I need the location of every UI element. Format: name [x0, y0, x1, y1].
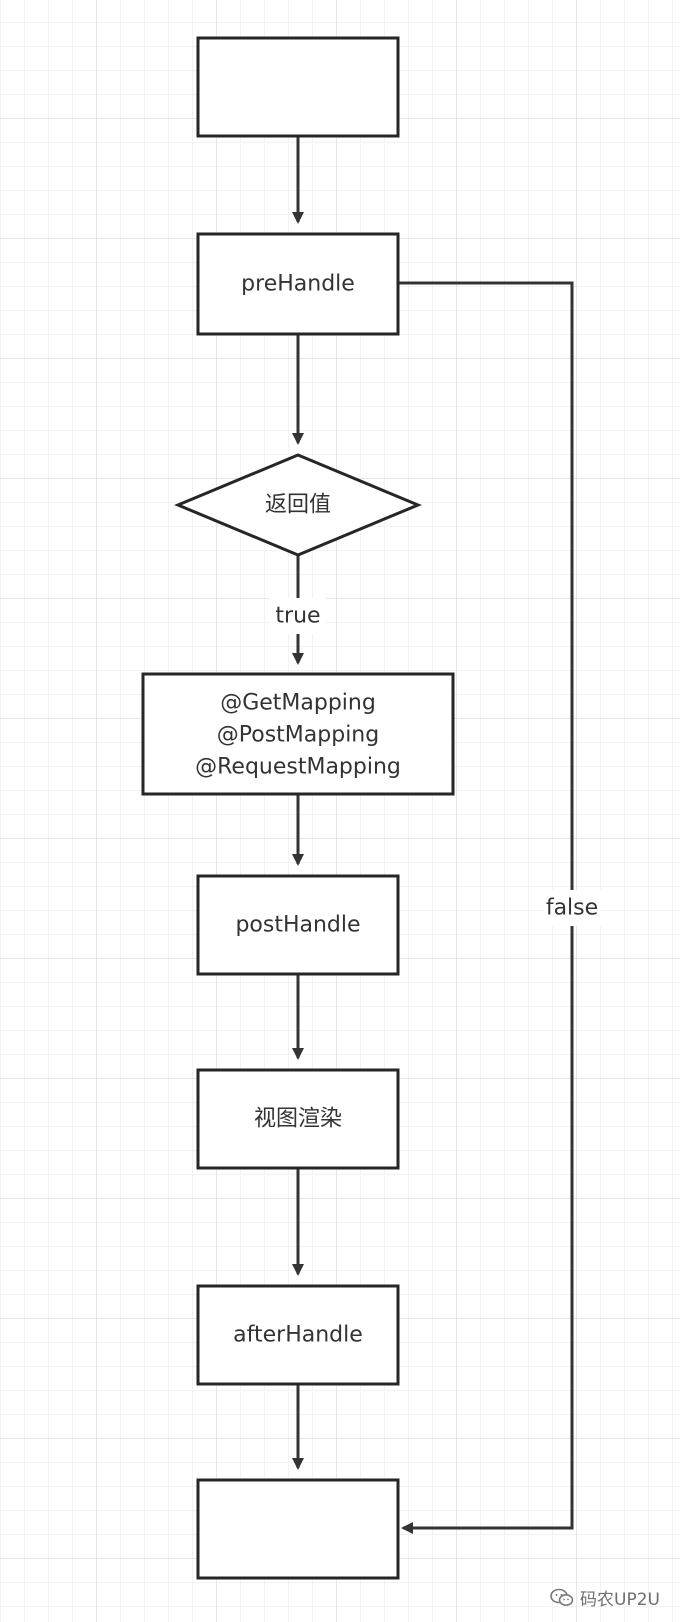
end-box [196, 1478, 400, 1580]
return-value-decision [174, 453, 422, 557]
view-render-label: 视图渲染 [254, 1107, 342, 1132]
start-box [196, 36, 400, 138]
mapping-line-3: @RequestMapping [195, 755, 401, 780]
mapping-box [141, 672, 455, 796]
prehandle-label: preHandle [241, 272, 355, 297]
edge-label-true: true [275, 604, 320, 629]
true-label-bg [270, 598, 326, 634]
posthandle-label: postHandle [235, 913, 360, 938]
wechat-icon [550, 1588, 574, 1608]
mapping-line-2: @PostMapping [217, 723, 379, 748]
posthandle-box [196, 874, 400, 976]
afterhandle-label: afterHandle [233, 1323, 363, 1348]
watermark: 码农UP2U [550, 1585, 660, 1610]
watermark-text: 码农UP2U [580, 1590, 660, 1610]
mapping-line-1: @GetMapping [220, 691, 376, 716]
edge-label-false: false [546, 896, 598, 921]
view-render-box [196, 1068, 400, 1170]
false-label-bg [542, 890, 602, 926]
prehandle-box [196, 232, 400, 336]
return-value-label: 返回值 [265, 493, 331, 518]
afterhandle-box [196, 1284, 400, 1386]
